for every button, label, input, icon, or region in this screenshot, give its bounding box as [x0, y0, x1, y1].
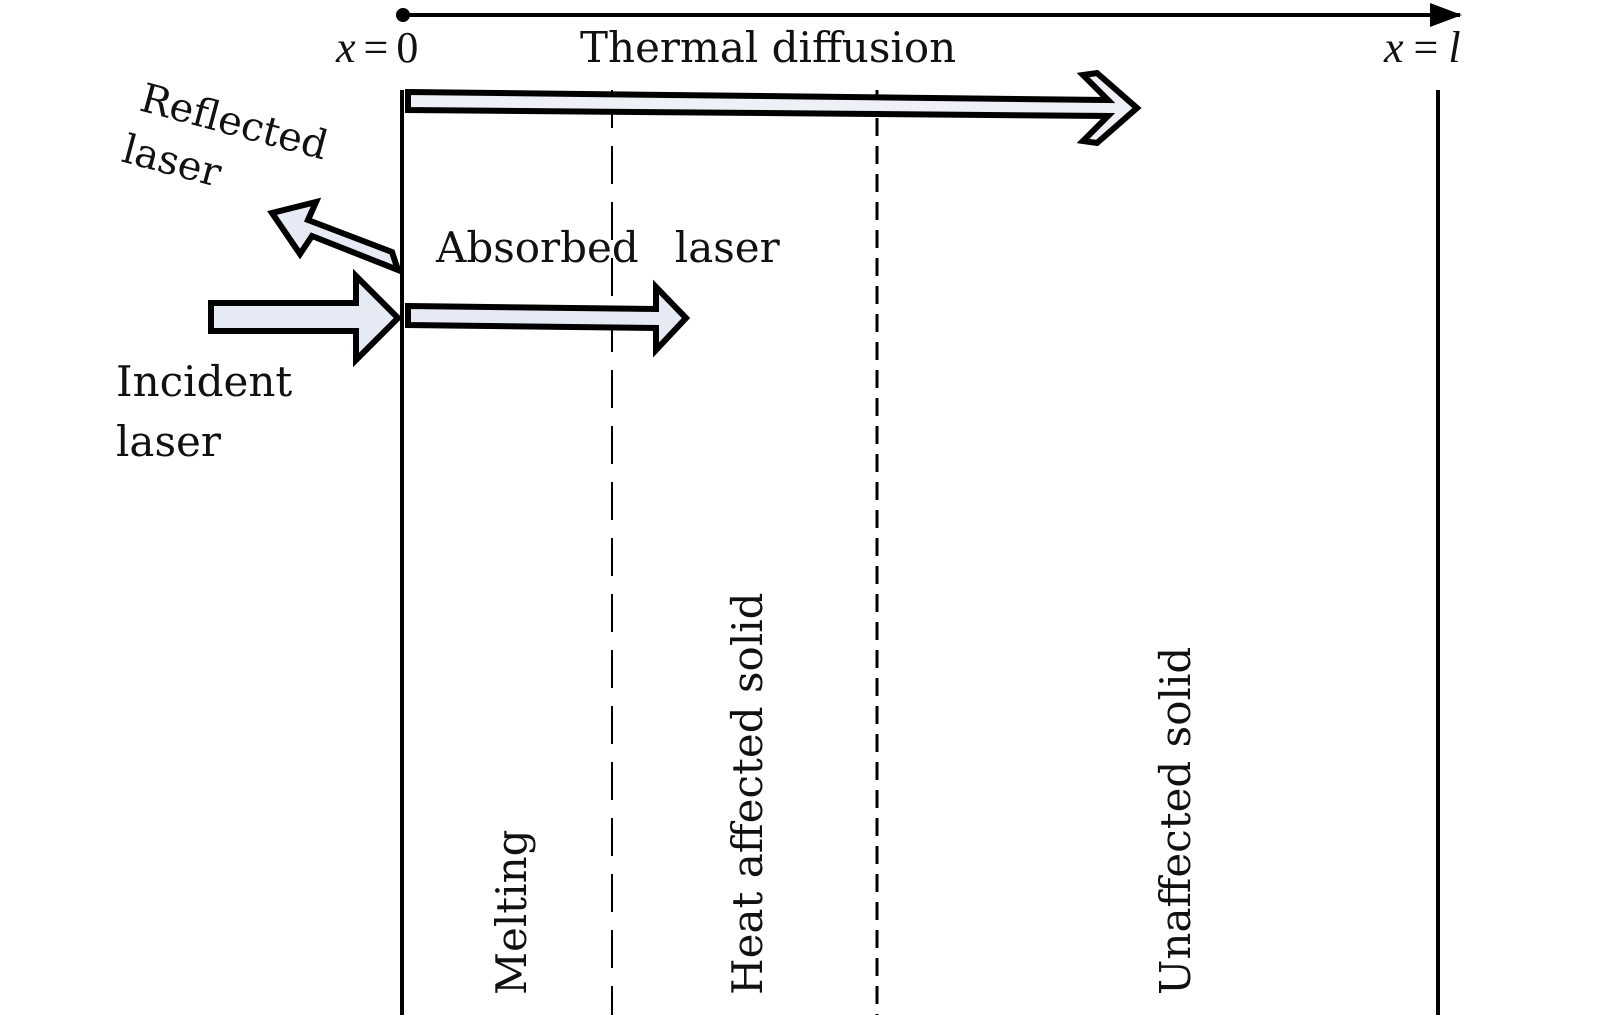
x-zero-label: x=0 [335, 23, 418, 72]
x-axis-arrowhead-icon [1430, 3, 1462, 27]
reflected-laser-label: Reflected laser [118, 75, 333, 197]
thermal-diffusion-arrow-icon [405, 69, 1142, 147]
x-axis-origin-dot [396, 8, 410, 22]
incident-laser-label-line1: Incident [116, 357, 292, 406]
region-label-heat-affected-solid: Heat affected solid [723, 592, 772, 995]
thermal-diffusion-label: Thermal diffusion [580, 23, 956, 72]
region-label-unaffected-solid: Unaffected solid [1151, 647, 1200, 995]
incident-laser-arrow-icon [208, 268, 403, 368]
absorbed-laser-arrow-icon [405, 279, 691, 358]
x-axis [396, 3, 1462, 27]
incident-laser-label-line2: laser [116, 417, 222, 466]
reflected-laser-arrow-icon [267, 197, 403, 276]
region-label-melting: Melting [487, 829, 536, 995]
x-l-label: x=l [1383, 23, 1461, 72]
